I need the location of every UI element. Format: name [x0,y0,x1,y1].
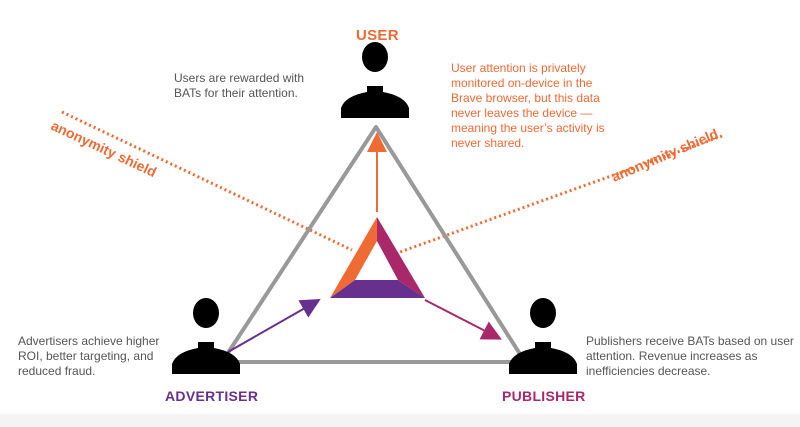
user-person-icon [341,42,409,118]
user-label: USER [356,27,399,44]
anonymity-shield-left-line [61,110,353,252]
publisher-person-icon [509,298,577,374]
arrow-from-advertiser [227,299,321,353]
advertiser-label: ADVERTISER [165,388,259,404]
anonymity-shield-left-label: anonymity shield [49,117,159,180]
arrow-to-publisher [424,299,502,340]
privacy-note: User attention is privately monitored on… [451,61,605,150]
advertiser-person-icon [172,298,240,374]
footer-bar [0,414,800,427]
publisher-description: Publishers receive BATs based on user at… [586,334,794,378]
anonymity-shield-right-label: anonymity shield [609,125,721,184]
bat-logo [330,217,425,298]
ecosystem-triangle [220,125,527,364]
advertiser-description: Advertisers achieve higher ROI, better t… [18,334,160,378]
user-description: Users are rewarded with BATs for their a… [174,71,305,100]
anonymity-shield-right-line [399,134,723,254]
publisher-label: PUBLISHER [502,388,586,404]
